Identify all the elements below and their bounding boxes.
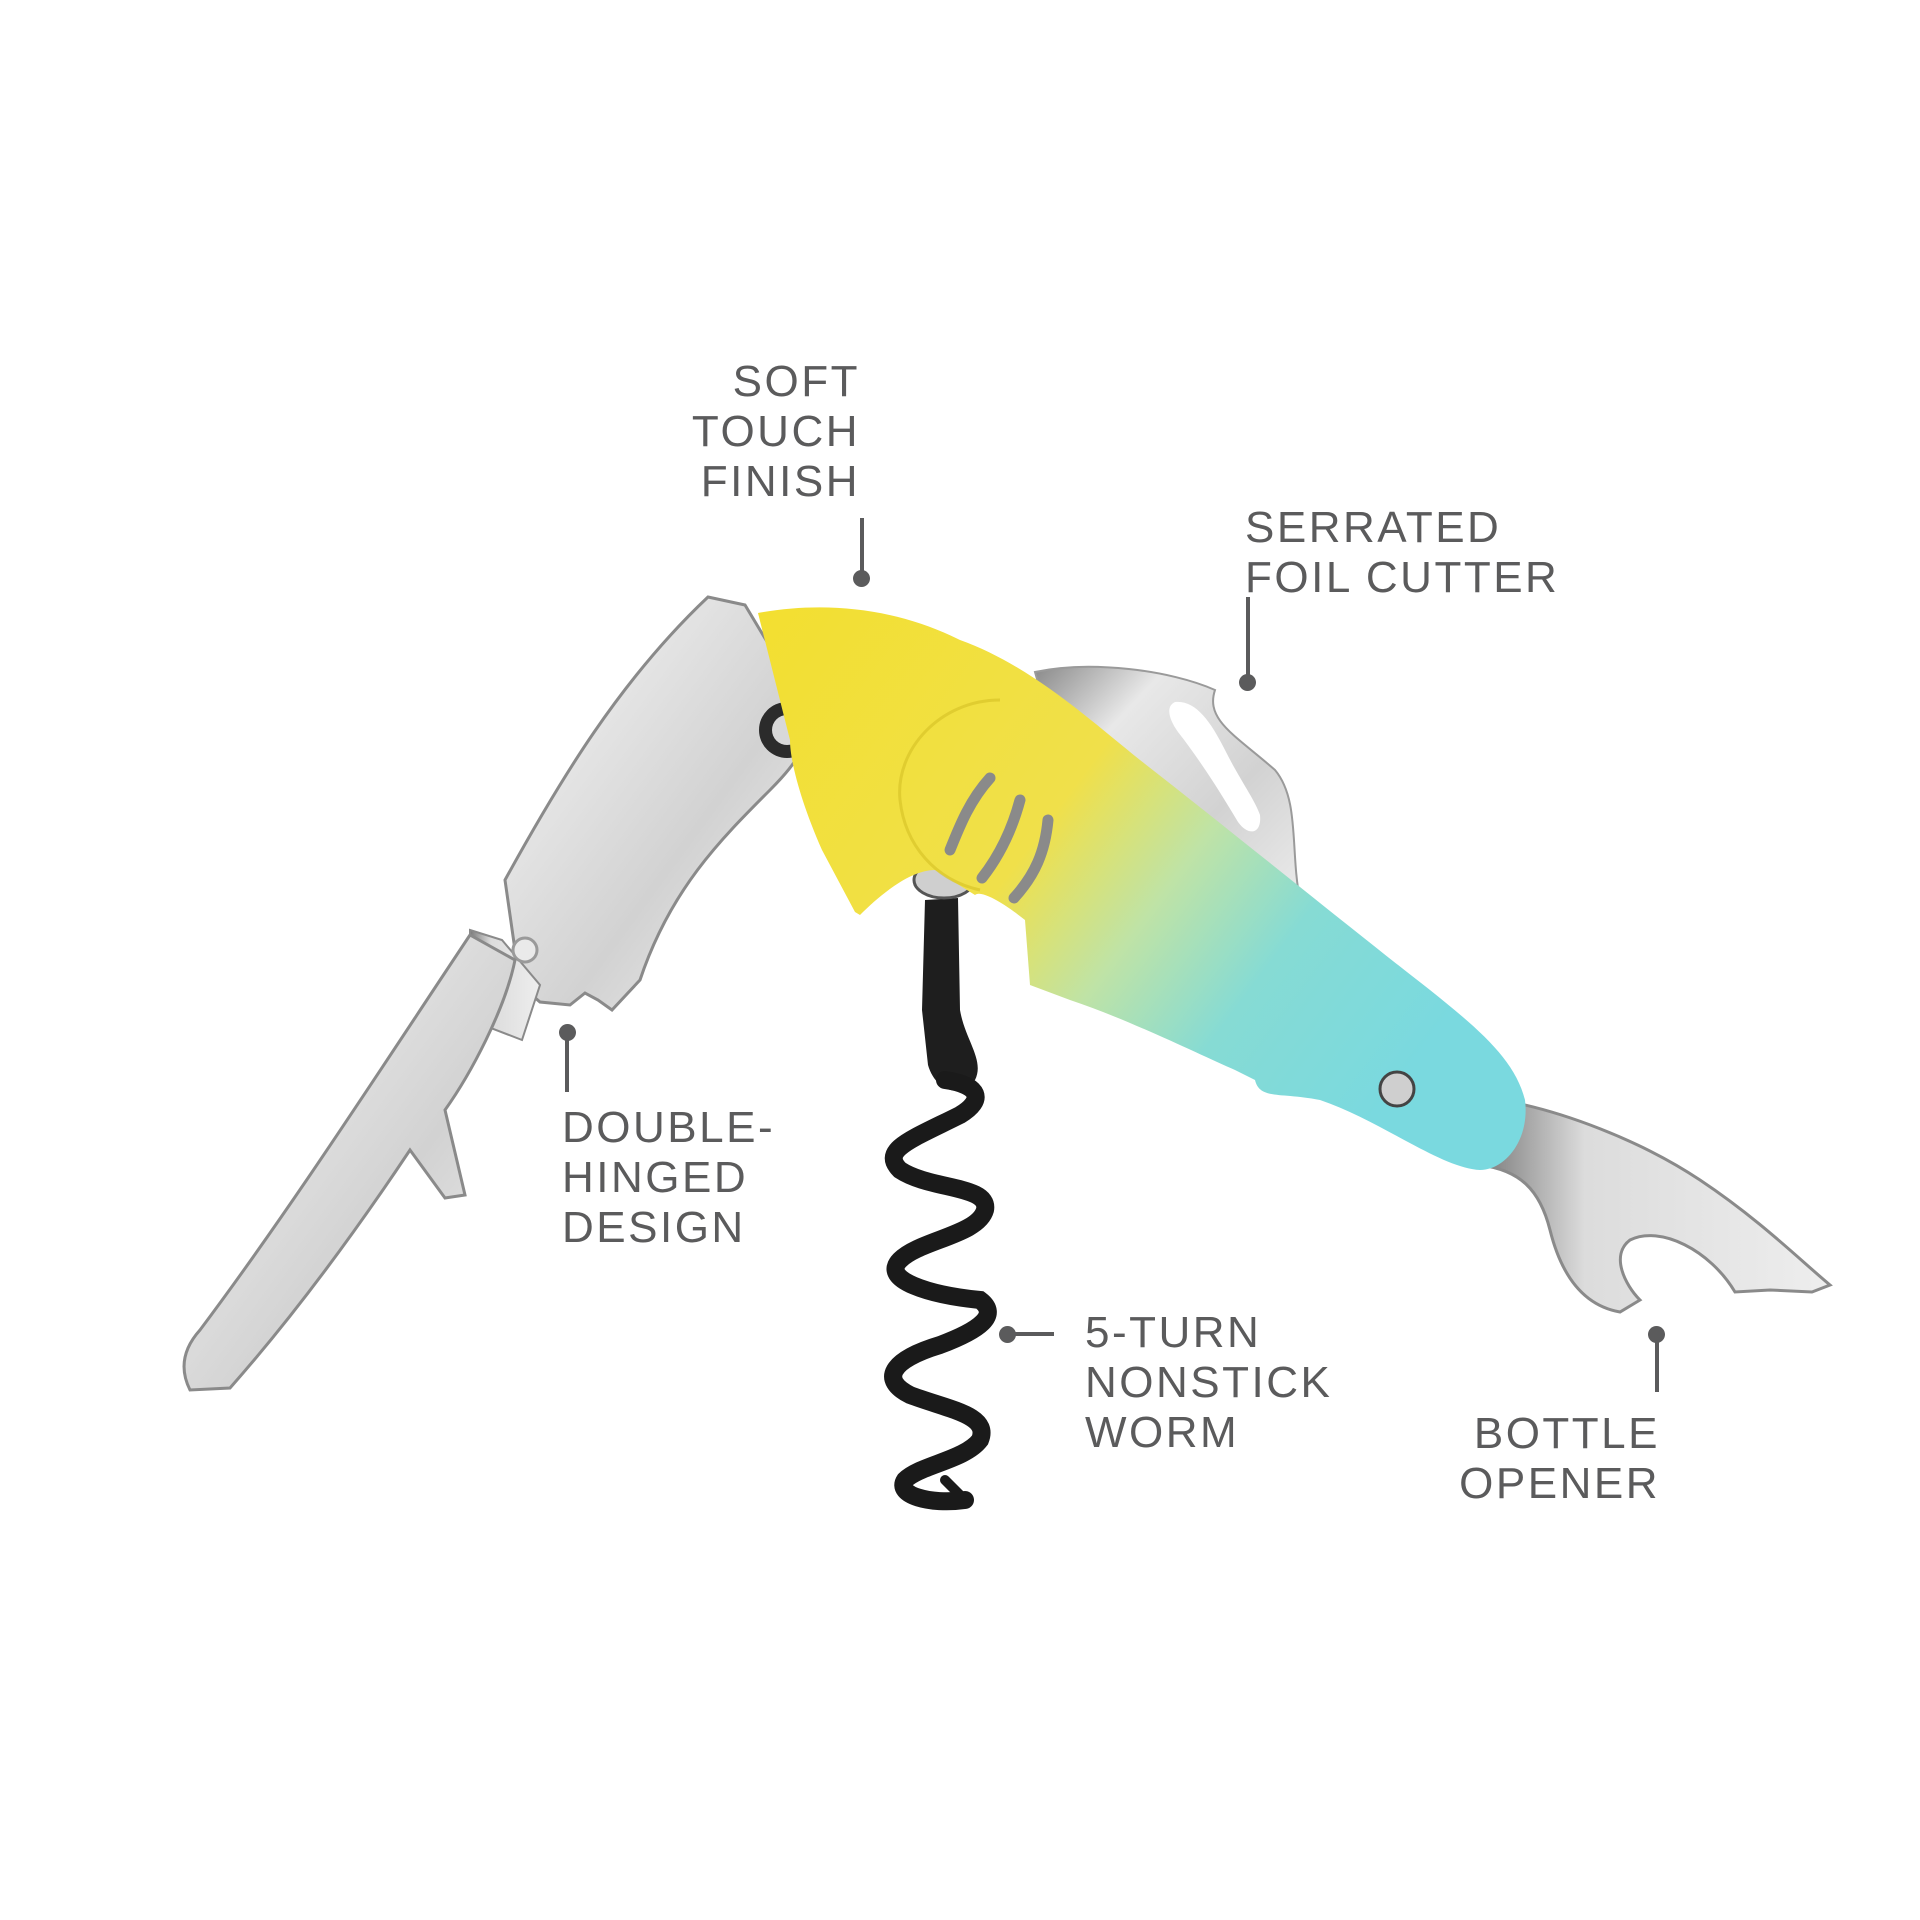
callout-line: TOUCH xyxy=(691,407,860,456)
leader-dot-worm xyxy=(999,1326,1016,1343)
callout-line: SERRATED xyxy=(1245,503,1502,552)
leader-dot-soft-touch xyxy=(853,570,870,587)
leader-line-worm xyxy=(1008,1332,1054,1336)
leader-line-foil-cutter xyxy=(1246,597,1250,679)
callout-line: 5-TURN xyxy=(1085,1308,1262,1357)
shark-handle xyxy=(758,607,1526,1170)
callout-line: HINGED xyxy=(562,1153,749,1202)
callout-soft-touch-finish: SOFT TOUCH FINISH xyxy=(560,357,860,507)
callout-line: FINISH xyxy=(700,457,860,506)
leader-dot-foil-cutter xyxy=(1239,674,1256,691)
callout-line: OPENER xyxy=(1459,1459,1660,1508)
bottle-opener-tail xyxy=(1478,1098,1833,1314)
callout-line: WORM xyxy=(1085,1408,1240,1457)
callout-line: FOIL CUTTER xyxy=(1245,553,1560,602)
callout-5-turn-nonstick-worm: 5-TURN NONSTICK WORM xyxy=(1085,1308,1332,1458)
callout-line: DOUBLE- xyxy=(562,1103,776,1152)
corkscrew-worm xyxy=(884,860,997,1511)
callout-line: SOFT xyxy=(732,357,860,406)
callout-line: DESIGN xyxy=(562,1203,746,1252)
callout-line: BOTTLE xyxy=(1473,1409,1660,1458)
leader-line-soft-touch xyxy=(860,518,864,576)
leader-line-double-hinged xyxy=(565,1032,569,1092)
lever-arm xyxy=(182,595,815,1392)
callout-line: NONSTICK xyxy=(1085,1358,1333,1407)
callout-bottle-opener: BOTTLE OPENER xyxy=(1360,1409,1660,1509)
leader-line-bottle-opener xyxy=(1655,1334,1659,1392)
callout-double-hinged-design: DOUBLE- HINGED DESIGN xyxy=(562,1103,775,1253)
callout-serrated-foil-cutter: SERRATED FOIL CUTTER xyxy=(1245,503,1559,603)
